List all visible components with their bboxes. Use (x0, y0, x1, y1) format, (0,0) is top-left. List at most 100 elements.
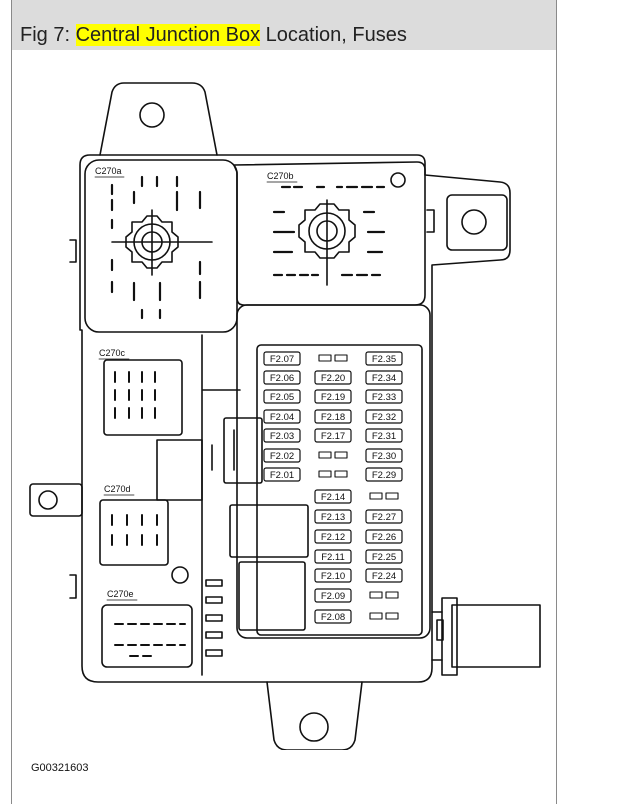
fuse-block-outline (236, 304, 431, 639)
fuse-F2-30: F2.30 (365, 448, 403, 463)
caption-highlight: Central Junction Box (75, 24, 261, 46)
fuse-label: F2.20 (321, 373, 345, 384)
c270d-clip (171, 566, 189, 584)
top-mount-hole (139, 102, 165, 128)
fuse-box (314, 409, 352, 424)
fuse-label: F2.01 (270, 470, 294, 481)
fuse-box (314, 389, 352, 404)
fuse-F2-25: F2.25 (365, 549, 403, 564)
empty-fuse-slot (318, 470, 332, 478)
right-clip (426, 209, 435, 233)
fuse-label: F2.26 (372, 532, 396, 543)
c270a-pins (110, 175, 202, 320)
fuse-label: F2.19 (321, 392, 345, 403)
empty-fuse-slot (334, 470, 348, 478)
fuse-box (365, 568, 403, 583)
c270a-hub-frame (125, 215, 179, 269)
fuse-box (365, 529, 403, 544)
fuse-label: F2.31 (372, 431, 396, 442)
fuse-F2-02: F2.02 (263, 448, 301, 463)
fuse-F2-07: F2.07 (263, 351, 301, 366)
caption-bar: Fig 7: Central Junction Box Location, Fu… (12, 0, 556, 50)
bottom-terminals (205, 579, 223, 657)
fuse-block-inner (256, 344, 423, 636)
empty-fuse-slot (334, 451, 348, 459)
fuse-label: F2.12 (321, 532, 345, 543)
relay-upper (229, 504, 309, 558)
left-mount-tab (29, 483, 83, 517)
side-connector-housing (451, 604, 541, 668)
c270b-housing (233, 161, 426, 306)
empty-fuse-slot (385, 492, 399, 500)
figure-panel: Fig 7: Central Junction Box Location, Fu… (11, 0, 557, 804)
fuse-F2-11: F2.11 (314, 549, 352, 564)
empty-fuse-slot (369, 612, 383, 620)
fuse-label: F2.34 (372, 373, 396, 384)
fuse-F2-33: F2.33 (365, 389, 403, 404)
fuse-box (365, 351, 403, 366)
caption-prefix: Fig 7: (20, 24, 76, 46)
c270e-label: C270e (107, 589, 134, 599)
right-mount-tab (446, 194, 508, 251)
fuse-label: F2.02 (270, 451, 294, 462)
housing-outline (79, 154, 511, 683)
fuse-label: F2.33 (372, 392, 396, 403)
fuse-F2-01: F2.01 (263, 467, 301, 482)
side-connector-lip (431, 611, 443, 661)
fuse-label: F2.13 (321, 512, 345, 523)
fuse-label: F2.30 (372, 451, 396, 462)
c270a-crossbar (111, 209, 213, 276)
fuse-F2-06: F2.06 (263, 370, 301, 385)
fuse-label: F2.09 (321, 591, 345, 602)
fuse-F2-03: F2.03 (263, 428, 301, 443)
fuse-F2-13: F2.13 (314, 509, 352, 524)
fuse-box (263, 370, 301, 385)
c270b-label: C270b (267, 171, 294, 181)
fuse-F2-18: F2.18 (314, 409, 352, 424)
left-mount-hole (38, 490, 58, 510)
fuse-box (314, 370, 352, 385)
empty-fuse-slot (318, 451, 332, 459)
fuse-label: F2.10 (321, 571, 345, 582)
fuse-box (365, 509, 403, 524)
fuse-box (365, 448, 403, 463)
fuse-F2-05: F2.05 (263, 389, 301, 404)
fuse-box (314, 588, 352, 603)
side-connector-collar (441, 597, 458, 676)
empty-fuse-slot (334, 354, 348, 362)
c270a-label: C270a (95, 166, 122, 176)
fuse-F2-29: F2.29 (365, 467, 403, 482)
fuse-box (365, 389, 403, 404)
left-clip-top (69, 239, 77, 263)
figure-code: G00321603 (31, 762, 89, 774)
fuse-F2-27: F2.27 (365, 509, 403, 524)
internal-partition (201, 334, 241, 676)
fuse-box (314, 549, 352, 564)
fuse-label: F2.03 (270, 431, 294, 442)
fuse-box (263, 448, 301, 463)
fuse-F2-17: F2.17 (314, 428, 352, 443)
fuse-box (263, 389, 301, 404)
fuse-box (263, 467, 301, 482)
figure-caption: Fig 7: Central Junction Box Location, Fu… (20, 24, 407, 47)
fuse-label: F2.35 (372, 354, 396, 365)
relay-small (223, 417, 263, 484)
fuse-F2-10: F2.10 (314, 568, 352, 583)
fuse-box (365, 467, 403, 482)
fuse-F2-35: F2.35 (365, 351, 403, 366)
junction-box-diagram: C270a C270b C270c C270d C270e F2.07F2.06… (29, 82, 541, 750)
left-clip-bottom (69, 574, 77, 599)
fuse-F2-08: F2.08 (314, 609, 352, 624)
fuse-label: F2.25 (372, 552, 396, 563)
fuse-box (263, 428, 301, 443)
fuse-box (314, 428, 352, 443)
c270b-pins (272, 185, 386, 277)
empty-fuse-slot (369, 492, 383, 500)
fuse-F2-12: F2.12 (314, 529, 352, 544)
fuse-F2-31: F2.31 (365, 428, 403, 443)
fuse-box (314, 609, 352, 624)
empty-fuse-slot (318, 354, 332, 362)
fuse-label: F2.29 (372, 470, 396, 481)
fuse-F2-32: F2.32 (365, 409, 403, 424)
fuse-label: F2.27 (372, 512, 396, 523)
